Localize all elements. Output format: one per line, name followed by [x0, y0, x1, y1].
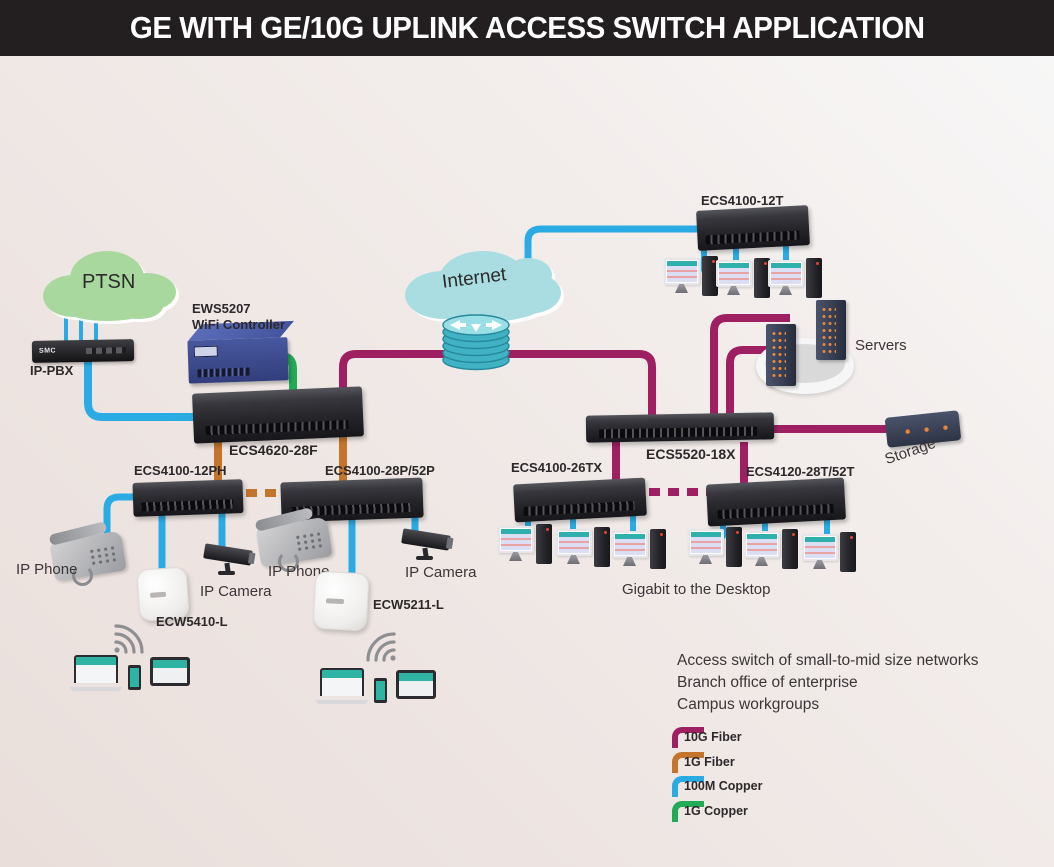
link-pbx-ecs4620 [84, 352, 204, 421]
legend-swatch-1g-copper [672, 800, 704, 822]
ip-pbx-device: SMC [31, 339, 135, 363]
ecs4100-12ph-device [132, 479, 244, 517]
smartphone-icon [128, 665, 141, 690]
description-line: Branch office of enterprise [677, 674, 858, 691]
ecs5520-18x-device [585, 412, 775, 443]
wireless-clients-group [70, 645, 196, 703]
ews5207-label: EWS5207 [192, 301, 251, 316]
router-icon [442, 314, 510, 371]
ip-phone-icon [254, 507, 333, 572]
ip-camera-icon [200, 543, 256, 579]
legend-swatch-10g-fiber [672, 727, 704, 748]
ecs4620-28f-label: ECS4620-28F [229, 442, 318, 458]
laptop-icon [70, 655, 122, 691]
ecw5211-l-label: ECW5211-L [373, 597, 444, 612]
title-bar: GE WITH GE/10G UPLINK ACCESS SWITCH APPL… [0, 0, 1054, 56]
ews5207-front-face [187, 337, 289, 384]
desktop-pc [716, 258, 770, 304]
desktop-pc [744, 529, 798, 575]
ecs4100-12t-device [696, 205, 810, 251]
ip-phone-left-label: IP Phone [16, 561, 78, 578]
ecs4120-28t-52t-label: ECS4120-28T/52T [746, 464, 855, 479]
servers-label: Servers [855, 337, 907, 354]
laptop-icon [316, 668, 368, 704]
desktop-pc [556, 527, 610, 573]
server-tower-icon [816, 300, 846, 360]
description-line: Campus workgroups [677, 696, 820, 713]
ip-camera-icon [398, 528, 454, 564]
page-title: GE WITH GE/10G UPLINK ACCESS SWITCH APPL… [129, 10, 925, 45]
ecs4120-28t-52t-device [705, 477, 847, 527]
ecs4100-12ph-label: ECS4100-12PH [134, 463, 227, 478]
desktop-pc [802, 532, 856, 578]
desktop-pc [664, 256, 718, 302]
legend-swatch-100m-copper [672, 776, 704, 798]
legend-swatch-1g-fiber [672, 751, 704, 773]
ecs4100-26tx-device [513, 477, 647, 523]
ptsn-cloud-label: PTSN [82, 271, 136, 293]
ip-phone-right-label: IP Phone [268, 563, 330, 580]
desktop-pc [768, 258, 822, 304]
desktop-pc [498, 524, 552, 570]
wireless-clients-group [316, 658, 442, 716]
gigabit-desktop-label: Gigabit to the Desktop [622, 581, 771, 598]
wifi-signal-icon [114, 624, 144, 654]
ews5207-sublabel: WiFi Controller [192, 317, 286, 332]
description-block: Access switch of small-to-mid size netwo… [677, 650, 978, 716]
ip-phone-icon [48, 521, 127, 586]
server-tower-icon [766, 324, 796, 386]
desktop-pc [612, 529, 666, 575]
ecs5520-18x-label: ECS5520-18X [646, 446, 736, 462]
ecs4620-28f-device [191, 386, 365, 444]
ecs4100-12t-label: ECS4100-12T [701, 193, 784, 208]
wifi-signal-icon [366, 632, 396, 662]
ip-pbx-label: IP-PBX [30, 363, 74, 378]
tablet-icon [396, 670, 436, 699]
ecs4100-26tx-label: ECS4100-26TX [511, 460, 603, 475]
internet-cloud [405, 251, 561, 322]
ip-camera-right-label: IP Camera [405, 564, 477, 581]
ews5207-device [187, 320, 294, 384]
tablet-icon [150, 657, 190, 686]
description-line: Access switch of small-to-mid size netwo… [677, 652, 979, 669]
ecw5410-l-label: ECW5410-L [156, 614, 228, 629]
ecw5211-l-device [312, 570, 370, 632]
smc-logo: SMC [38, 347, 57, 355]
ip-camera-left-label: IP Camera [200, 583, 272, 600]
smartphone-icon [374, 678, 387, 703]
desktop-pc [688, 527, 742, 573]
ecs4100-28p-52p-label: ECS4100-28P/52P [325, 463, 435, 478]
ptsn-cloud [43, 251, 176, 321]
